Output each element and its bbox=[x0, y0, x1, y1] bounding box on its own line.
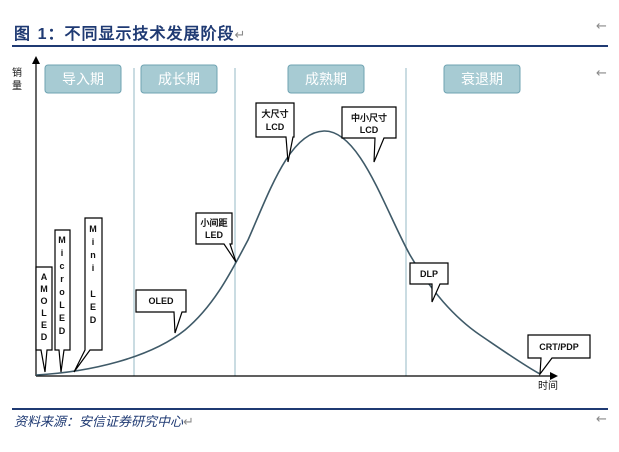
callout-char: L bbox=[90, 289, 96, 299]
arrow-icon-chart: ← bbox=[596, 66, 607, 81]
svg-text:LED: LED bbox=[205, 230, 224, 240]
phase-growth: 成长期 bbox=[140, 64, 218, 94]
callout-char: E bbox=[90, 302, 96, 312]
callout-char: c bbox=[59, 261, 64, 271]
callout-char: L bbox=[41, 308, 47, 318]
callout-small-pitch-led: 小间距 LED bbox=[195, 212, 237, 263]
callout-char: i bbox=[92, 237, 95, 247]
figure-title: 图 1：不同显示技术发展阶段↵ bbox=[14, 24, 247, 43]
arrow-icon-bottom: ← bbox=[596, 412, 607, 427]
y-axis-label-1: 销 bbox=[12, 66, 22, 79]
svg-text:中小尺寸: 中小尺寸 bbox=[351, 112, 387, 123]
callout-char: D bbox=[59, 326, 66, 336]
callout-char: L bbox=[59, 300, 65, 310]
callout-dlp: DLP bbox=[409, 262, 449, 303]
callout-char: O bbox=[40, 296, 47, 306]
phase-maturity: 成熟期 bbox=[287, 64, 365, 94]
y-axis-arrow bbox=[32, 56, 40, 64]
lifecycle-curve bbox=[35, 130, 541, 376]
svg-text:CRT/PDP: CRT/PDP bbox=[539, 342, 579, 352]
title-rule bbox=[12, 45, 608, 47]
footer-rule bbox=[12, 408, 608, 410]
callout-large-lcd: 大尺寸 LCD bbox=[255, 102, 295, 163]
callout-oled: OLED bbox=[135, 289, 187, 334]
return-mark: ↵ bbox=[234, 28, 247, 43]
svg-text:LCD: LCD bbox=[266, 122, 285, 132]
callout-char: n bbox=[90, 250, 96, 260]
callout-char: i bbox=[92, 263, 95, 273]
phase-decline: 衰退期 bbox=[443, 64, 521, 94]
svg-text:衰退期: 衰退期 bbox=[461, 71, 503, 88]
y-axis-label-2: 量 bbox=[12, 80, 22, 92]
svg-text:小间距: 小间距 bbox=[199, 217, 227, 228]
svg-text:成熟期: 成熟期 bbox=[305, 72, 347, 88]
callout-char: E bbox=[41, 320, 47, 330]
callout-mid-small-lcd: 中小尺寸 LCD bbox=[341, 106, 397, 163]
callout-char: M bbox=[40, 284, 48, 294]
source-return-mark: ↵ bbox=[183, 415, 194, 430]
callout-char: M bbox=[89, 224, 97, 234]
callout-char: o bbox=[59, 287, 65, 297]
callout-char: D bbox=[41, 332, 48, 342]
callout-char: D bbox=[90, 315, 97, 325]
callout-char: M bbox=[58, 235, 66, 245]
callout-char: E bbox=[59, 313, 65, 323]
svg-text:大尺寸: 大尺寸 bbox=[261, 108, 288, 119]
callout-amoled bbox=[35, 266, 53, 373]
phase-intro: 导入期 bbox=[44, 64, 122, 94]
svg-text:导入期: 导入期 bbox=[62, 72, 104, 88]
x-axis-arrow bbox=[550, 372, 558, 380]
callout-microled bbox=[54, 229, 71, 373]
svg-text:成长期: 成长期 bbox=[158, 72, 200, 88]
source-note: 资料来源：安信证券研究中心↵ bbox=[14, 415, 194, 430]
x-axis-label: 时间 bbox=[538, 379, 558, 392]
callout-char: i bbox=[61, 248, 64, 258]
svg-text:LCD: LCD bbox=[360, 125, 379, 135]
callout-char: r bbox=[60, 274, 64, 284]
callout-char: A bbox=[41, 272, 48, 282]
callout-minled bbox=[73, 217, 103, 373]
callout-crt-pdp: CRT/PDP bbox=[527, 334, 591, 376]
svg-text:DLP: DLP bbox=[420, 269, 438, 279]
arrow-icon-top: ← bbox=[596, 19, 607, 34]
svg-text:OLED: OLED bbox=[148, 296, 174, 306]
